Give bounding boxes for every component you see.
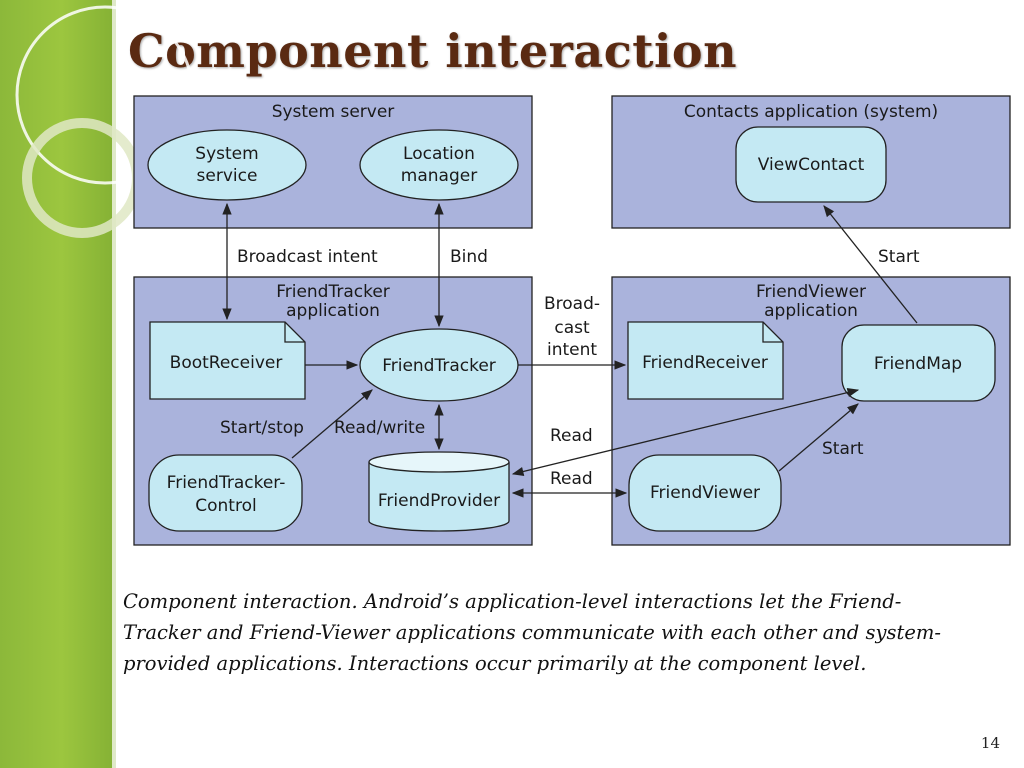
label-contacts-application: Contacts application (system) — [684, 102, 938, 122]
label-friendtracker-app-line1: FriendTracker — [276, 282, 390, 302]
node-system-service — [147, 129, 307, 201]
edge-read-friendmap — [511, 387, 860, 477]
slide-title: Component interaction — [128, 24, 738, 78]
edge-start-stop — [291, 389, 373, 459]
edge-label-broadcast-intent: Broadcast intent — [237, 247, 378, 267]
page-number: 14 — [980, 734, 1000, 752]
node-friendprovider — [368, 451, 510, 532]
node-system-service-line2: service — [197, 166, 258, 186]
node-viewcontact-label: ViewContact — [758, 155, 865, 175]
node-location-manager-line1: Location — [403, 144, 475, 164]
edge-start-friendmap — [778, 403, 859, 472]
label-system-server: System server — [272, 102, 395, 122]
node-friendmap-label: FriendMap — [874, 354, 962, 374]
node-friendtracker-control-line2: Control — [195, 496, 256, 516]
edge-label-start-stop: Start/stop — [220, 418, 304, 438]
label-friendviewer-app-line1: FriendViewer — [756, 282, 866, 302]
edge-label-read-map: Read — [550, 426, 593, 446]
node-location-manager — [359, 129, 519, 201]
figure-caption: Component interaction. Android’s applica… — [123, 590, 941, 675]
edge-label-broadcast-line1: Broad- — [544, 294, 600, 314]
label-friendtracker-app-line2: application — [286, 301, 380, 321]
node-friendreceiver-label: FriendReceiver — [642, 353, 768, 373]
node-friendtracker-label: FriendTracker — [382, 356, 496, 376]
node-bootreceiver-label: BootReceiver — [170, 353, 283, 373]
node-friendtracker-control-line1: FriendTracker- — [167, 473, 286, 493]
label-friendviewer-app-line2: application — [764, 301, 858, 321]
edge-label-start-contact: Start — [878, 247, 920, 267]
node-friendprovider-label: FriendProvider — [378, 491, 500, 511]
edge-label-read-viewer: Read — [550, 469, 593, 489]
edge-label-broadcast-line3: intent — [547, 340, 597, 360]
edge-label-broadcast-line2: cast — [554, 318, 590, 338]
node-friendtracker-control — [148, 454, 303, 532]
edge-start-viewcontact — [823, 205, 918, 324]
node-friendviewer-label: FriendViewer — [650, 483, 760, 503]
edge-label-read-write: Read/write — [334, 418, 425, 438]
node-friendreceiver — [627, 321, 784, 400]
edge-label-start-viewer: Start — [822, 439, 864, 459]
node-viewcontact — [735, 126, 887, 203]
node-system-service-line1: System — [195, 144, 258, 164]
node-friendmap — [841, 324, 996, 402]
node-location-manager-line2: manager — [401, 166, 477, 186]
node-bootreceiver — [149, 321, 306, 400]
band-edge — [112, 0, 116, 768]
edge-label-bind: Bind — [450, 247, 488, 267]
